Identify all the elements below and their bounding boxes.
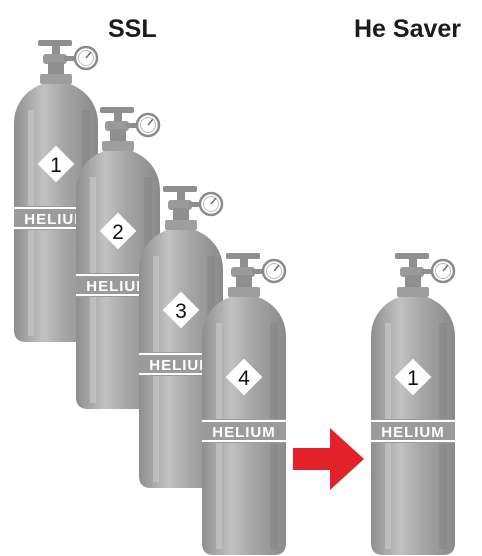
valve-icon: [226, 253, 266, 289]
cylinder-number: 4: [238, 367, 250, 390]
pressure-gauge-icon: [263, 260, 285, 282]
red-arrow-icon: [293, 428, 364, 490]
helium-label: HELIUM: [212, 424, 276, 441]
pressure-gauge-icon: [200, 193, 222, 215]
pressure-gauge-icon: [137, 114, 159, 136]
pressure-gauge-icon: [432, 260, 454, 282]
cylinder-number: 3: [175, 300, 187, 323]
valve-icon: [163, 186, 203, 222]
valve-icon: [100, 107, 140, 143]
cylinder-number: 1: [50, 154, 62, 177]
pressure-gauge-icon: [75, 47, 97, 69]
cylinder-number: 2: [112, 221, 124, 244]
valve-icon: [395, 253, 435, 289]
he-saver-cylinder-1: HELIUM 1: [371, 253, 455, 555]
he-saver-cylinders: HELIUM 1: [371, 253, 455, 555]
helium-label: HELIUM: [381, 424, 445, 441]
valve-icon: [38, 40, 78, 76]
cylinder-number: 1: [407, 367, 419, 390]
